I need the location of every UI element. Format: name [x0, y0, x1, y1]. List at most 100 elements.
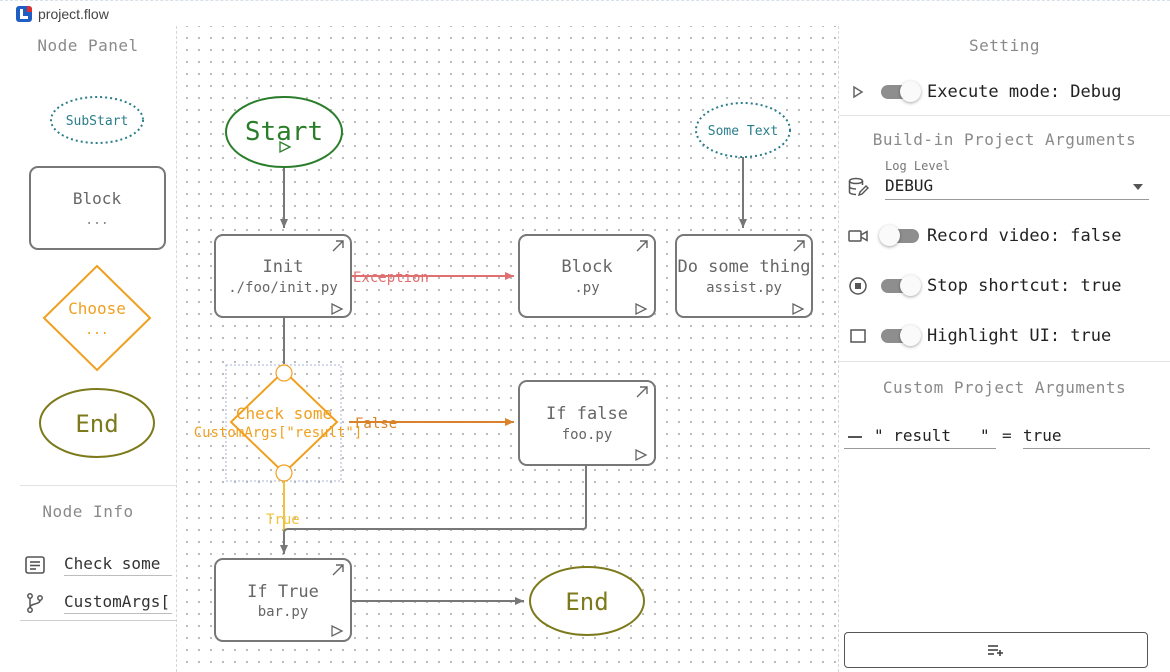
if-true-node[interactable]: If True bar.py — [214, 558, 352, 642]
custom-arg-row: " result " = true — [844, 424, 1164, 450]
palette-substart-label: SubStart — [66, 114, 129, 129]
title-bar: project.flow — [0, 0, 1170, 26]
do-some-thing-sub: assist.py — [706, 280, 782, 296]
highlight-ui-label: Highlight UI: true — [927, 326, 1112, 346]
log-level-caption: Log Level — [885, 159, 951, 173]
setting-title: Setting — [969, 36, 1040, 55]
some-text-node[interactable]: Some Text — [695, 102, 791, 158]
palette-choose-node[interactable]: Choose ... — [42, 264, 152, 372]
end-node-label: End — [565, 588, 608, 616]
do-some-thing-node[interactable]: Do some thing assist.py — [675, 234, 813, 318]
if-false-sub: foo.py — [562, 427, 613, 443]
start-node-label: Start — [245, 117, 323, 147]
node-info-condition-field[interactable]: CustomArgs[ — [64, 592, 172, 614]
stop-shortcut-row: Stop shortcut: true — [847, 273, 1121, 299]
block-node-title: Block — [561, 257, 612, 277]
left-panel: Node Panel SubStart Block ... Choose ... — [0, 26, 176, 672]
database-edit-icon — [848, 177, 869, 197]
video-camera-icon — [847, 225, 869, 247]
if-true-sub: bar.py — [258, 604, 309, 620]
remove-arg-icon[interactable] — [848, 436, 862, 438]
connection-handle-top — [275, 364, 293, 382]
square-icon — [847, 325, 869, 347]
stop-shortcut-toggle[interactable] — [881, 275, 921, 296]
node-info-name-field[interactable]: Check some — [64, 554, 172, 576]
log-level-select[interactable]: DEBUG — [885, 175, 1149, 200]
panel-divider — [20, 485, 176, 486]
app-logo-icon — [16, 5, 32, 22]
custom-arg-equals: = — [1002, 426, 1012, 445]
record-video-toggle[interactable] — [879, 225, 919, 246]
do-some-thing-title: Do some thing — [677, 257, 810, 277]
node-palette: SubStart Block ... Choose ... End — [29, 96, 166, 458]
some-text-label: Some Text — [708, 124, 778, 139]
window-title: project.flow — [38, 5, 109, 22]
flow-canvas[interactable]: Exception False True Start Some Text Ini… — [176, 26, 839, 672]
custom-divider — [839, 361, 1170, 362]
connection-handle-bottom — [275, 464, 293, 482]
init-node-title: Init — [263, 257, 304, 277]
log-level-value: DEBUG — [885, 176, 934, 195]
open-external-icon — [332, 564, 344, 576]
block-node-sub: .py — [574, 280, 599, 296]
branch-icon — [27, 593, 43, 613]
custom-arg-key: " result " — [874, 426, 990, 445]
if-true-title: If True — [247, 582, 319, 602]
execute-mode-toggle[interactable] — [881, 81, 921, 102]
node-info-divider — [20, 620, 176, 621]
play-icon — [635, 302, 648, 316]
edge-true-label: True — [266, 512, 300, 528]
play-icon — [635, 448, 648, 462]
palette-end-label: End — [75, 410, 118, 438]
stop-shortcut-label: Stop shortcut: true — [927, 276, 1122, 296]
expand-icon[interactable] — [847, 81, 869, 103]
stop-circle-icon — [847, 275, 869, 297]
open-external-icon — [793, 240, 805, 252]
open-external-icon — [636, 240, 648, 252]
edge-iffalse-iftrue[interactable] — [280, 465, 587, 554]
play-icon — [792, 302, 805, 316]
buildin-args-title: Build-in Project Arguments — [872, 130, 1137, 149]
check-condition-node[interactable]: Check some CustomArgs["result"] — [194, 364, 363, 482]
palette-choose-title: Choose — [68, 299, 126, 318]
setting-divider — [839, 115, 1170, 116]
add-argument-button[interactable] — [844, 632, 1148, 668]
check-node-title: Check some — [236, 404, 332, 423]
playlist-add-icon — [988, 645, 1003, 656]
edge-false-label: False — [355, 416, 397, 432]
start-node[interactable]: Start — [225, 96, 343, 168]
init-node-sub: ./foo/init.py — [228, 280, 338, 296]
flow-diagram[interactable]: Exception False True Start Some Text Ini… — [177, 26, 840, 672]
custom-arg-key-field[interactable]: " result " — [844, 424, 996, 449]
node-info-name-row: Check some — [24, 554, 172, 576]
if-false-node[interactable]: If false foo.py — [518, 380, 656, 466]
execute-mode-row: Execute mode: Debug — [847, 79, 1121, 105]
highlight-ui-row: Highlight UI: true — [847, 323, 1111, 349]
node-info-title: Node Info — [42, 502, 134, 521]
settings-panel: Setting Execute mode: Debug Build-in Pro… — [839, 26, 1170, 672]
palette-end-node[interactable]: End — [39, 388, 155, 458]
palette-choose-sub: ... — [85, 323, 108, 338]
play-icon — [279, 140, 292, 154]
record-video-row: Record video: false — [847, 223, 1121, 249]
check-node-sub: CustomArgs["result"] — [194, 425, 363, 441]
end-node[interactable]: End — [529, 566, 645, 636]
node-panel-title: Node Panel — [37, 36, 139, 55]
record-video-label: Record video: false — [927, 226, 1122, 246]
chevron-down-icon — [1133, 184, 1143, 190]
palette-block-node[interactable]: Block ... — [29, 166, 166, 250]
custom-arg-value-field[interactable]: true — [1023, 424, 1150, 449]
play-icon — [331, 624, 344, 638]
block-node[interactable]: Block .py — [518, 234, 656, 318]
palette-substart-node[interactable]: SubStart — [50, 96, 144, 144]
edge-exception-label: Exception — [353, 270, 429, 286]
text-lines-icon — [25, 556, 45, 574]
node-info-condition-row: CustomArgs[ — [24, 592, 172, 614]
highlight-ui-toggle[interactable] — [881, 325, 921, 346]
open-external-icon — [332, 240, 344, 252]
log-level-field: Log Level DEBUG — [847, 159, 1150, 201]
if-false-title: If false — [546, 404, 628, 424]
palette-block-sub: ... — [85, 213, 108, 228]
init-node[interactable]: Init ./foo/init.py — [214, 234, 352, 318]
